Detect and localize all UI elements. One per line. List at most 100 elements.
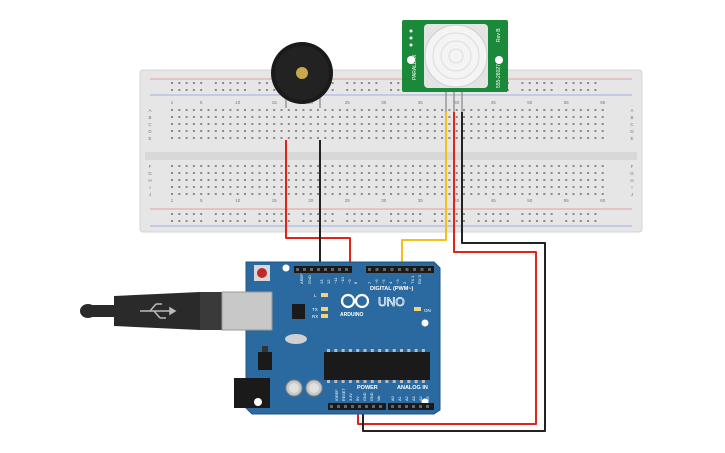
breadboard-hole[interactable] — [390, 186, 392, 188]
breadboard-hole[interactable] — [302, 186, 305, 188]
rail-hole[interactable] — [309, 220, 312, 222]
rail-hole[interactable] — [550, 82, 553, 84]
breadboard-hole[interactable] — [258, 137, 261, 139]
breadboard-hole[interactable] — [543, 116, 546, 118]
rail-hole[interactable] — [200, 220, 203, 222]
rail-hole[interactable] — [353, 220, 356, 222]
breadboard-hole[interactable] — [411, 137, 414, 139]
breadboard-hole[interactable] — [309, 123, 312, 125]
breadboard-hole[interactable] — [331, 116, 334, 118]
rail-hole[interactable] — [463, 213, 465, 215]
breadboard-hole[interactable] — [251, 193, 254, 195]
breadboard-hole[interactable] — [185, 179, 188, 181]
breadboard-hole[interactable] — [404, 109, 407, 111]
breadboard-hole[interactable] — [441, 116, 444, 118]
breadboard-hole[interactable] — [302, 123, 305, 125]
header-pin[interactable] — [345, 268, 348, 271]
breadboard-hole[interactable] — [222, 165, 225, 167]
breadboard-hole[interactable] — [536, 165, 538, 167]
rail-hole[interactable] — [192, 213, 195, 215]
breadboard-hole[interactable] — [528, 123, 531, 125]
breadboard-hole[interactable] — [499, 123, 502, 125]
breadboard-hole[interactable] — [484, 137, 487, 139]
breadboard-hole[interactable] — [579, 137, 582, 139]
breadboard-hole[interactable] — [521, 130, 524, 132]
breadboard-hole[interactable] — [572, 193, 575, 195]
breadboard-hole[interactable] — [463, 116, 465, 118]
breadboard-hole[interactable] — [557, 172, 560, 174]
rail-hole[interactable] — [397, 89, 400, 91]
breadboard-hole[interactable] — [178, 179, 181, 181]
breadboard-hole[interactable] — [514, 172, 517, 174]
breadboard-hole[interactable] — [207, 109, 210, 111]
breadboard-hole[interactable] — [390, 116, 392, 118]
breadboard-hole[interactable] — [273, 109, 276, 111]
breadboard-hole[interactable] — [178, 193, 181, 195]
breadboard-hole[interactable] — [426, 116, 429, 118]
breadboard-hole[interactable] — [601, 172, 604, 174]
breadboard-hole[interactable] — [594, 116, 597, 118]
header-pin[interactable] — [296, 268, 299, 271]
breadboard-hole[interactable] — [244, 109, 246, 111]
breadboard-hole[interactable] — [280, 116, 283, 118]
breadboard-hole[interactable] — [550, 109, 553, 111]
breadboard-hole[interactable] — [295, 179, 298, 181]
breadboard-hole[interactable] — [207, 172, 210, 174]
rail-hole[interactable] — [214, 213, 217, 215]
breadboard-hole[interactable] — [550, 172, 553, 174]
header-pin[interactable] — [398, 268, 401, 271]
rail-hole[interactable] — [565, 82, 568, 84]
breadboard-hole[interactable] — [192, 165, 195, 167]
breadboard-hole[interactable] — [448, 172, 451, 174]
breadboard-hole[interactable] — [324, 116, 327, 118]
breadboard-hole[interactable] — [360, 179, 363, 181]
rail-hole[interactable] — [273, 89, 276, 91]
breadboard-hole[interactable] — [484, 172, 487, 174]
breadboard-hole[interactable] — [506, 123, 509, 125]
breadboard-hole[interactable] — [236, 137, 239, 139]
breadboard-hole[interactable] — [492, 172, 495, 174]
breadboard-hole[interactable] — [368, 172, 371, 174]
breadboard-hole[interactable] — [499, 165, 502, 167]
rail-hole[interactable] — [587, 213, 590, 215]
breadboard-hole[interactable] — [390, 172, 392, 174]
breadboard-hole[interactable] — [346, 179, 349, 181]
breadboard-hole[interactable] — [185, 186, 188, 188]
breadboard-hole[interactable] — [229, 186, 232, 188]
breadboard-hole[interactable] — [360, 137, 363, 139]
breadboard-hole[interactable] — [338, 130, 341, 132]
breadboard-hole[interactable] — [594, 130, 597, 132]
breadboard-hole[interactable] — [171, 165, 173, 167]
rail-hole[interactable] — [594, 89, 597, 91]
breadboard-hole[interactable] — [317, 179, 319, 181]
breadboard-hole[interactable] — [579, 116, 582, 118]
rail-hole[interactable] — [543, 213, 546, 215]
breadboard-hole[interactable] — [185, 137, 188, 139]
breadboard-hole[interactable] — [258, 179, 261, 181]
breadboard-hole[interactable] — [382, 186, 385, 188]
breadboard-hole[interactable] — [441, 130, 444, 132]
breadboard-hole[interactable] — [594, 179, 597, 181]
breadboard-hole[interactable] — [543, 186, 546, 188]
breadboard-hole[interactable] — [244, 165, 246, 167]
rail-hole[interactable] — [258, 213, 261, 215]
breadboard-hole[interactable] — [448, 137, 451, 139]
breadboard-hole[interactable] — [587, 179, 590, 181]
breadboard-hole[interactable] — [550, 130, 553, 132]
breadboard-hole[interactable] — [572, 186, 575, 188]
breadboard-hole[interactable] — [426, 172, 429, 174]
rail-hole[interactable] — [368, 82, 371, 84]
breadboard-hole[interactable] — [521, 123, 524, 125]
breadboard-hole[interactable] — [448, 193, 451, 195]
breadboard-hole[interactable] — [317, 123, 319, 125]
breadboard-hole[interactable] — [185, 193, 188, 195]
breadboard-hole[interactable] — [178, 165, 181, 167]
rail-hole[interactable] — [185, 220, 188, 222]
breadboard-hole[interactable] — [579, 179, 582, 181]
breadboard-hole[interactable] — [441, 165, 444, 167]
breadboard-hole[interactable] — [171, 137, 173, 139]
breadboard-hole[interactable] — [214, 137, 217, 139]
breadboard-hole[interactable] — [280, 130, 283, 132]
breadboard-hole[interactable] — [463, 137, 465, 139]
header-pin[interactable] — [379, 405, 382, 408]
